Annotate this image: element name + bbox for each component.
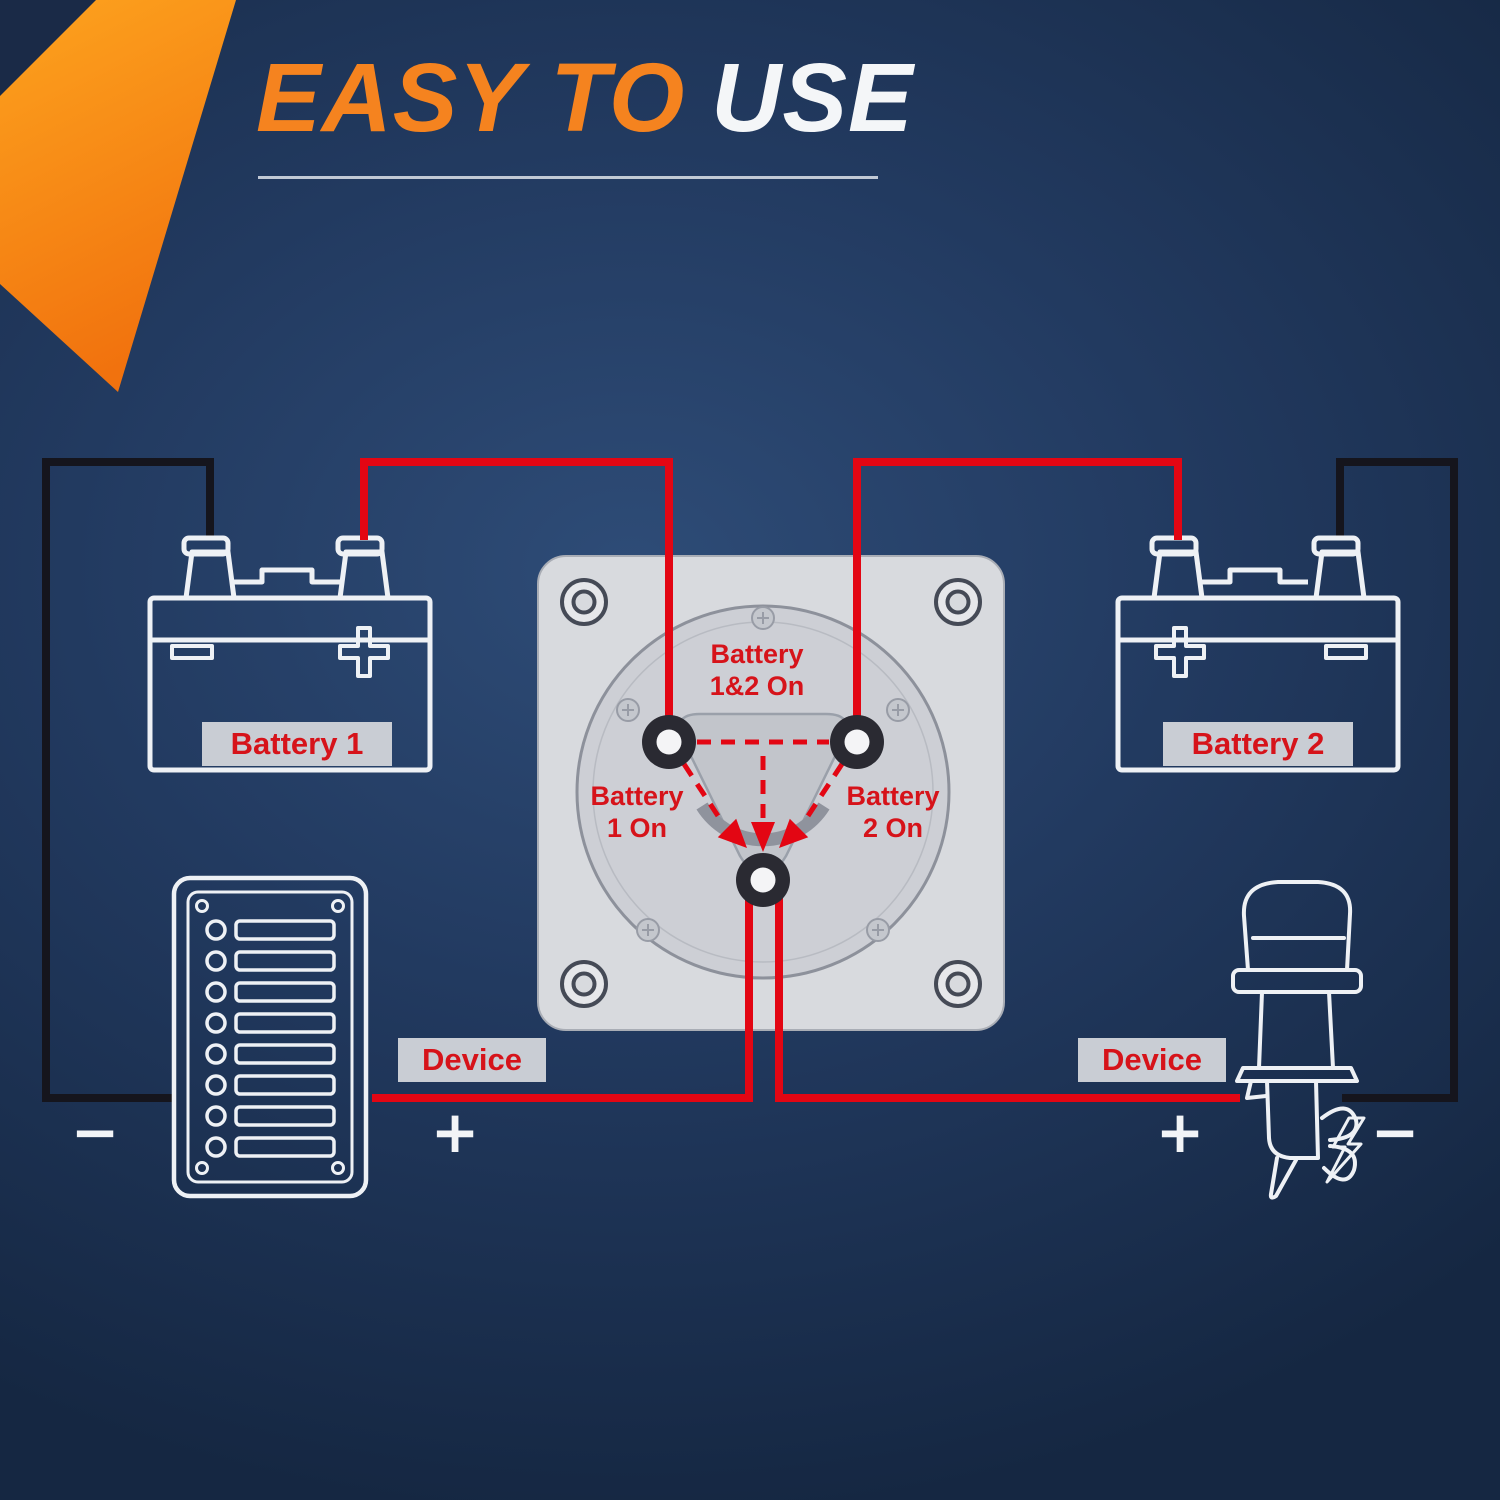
screw-icon: [886, 698, 910, 722]
fuse-panel-rows: [205, 919, 336, 1158]
terminal-post-1-center: [656, 729, 682, 755]
plus-symbol-right: +: [1155, 1098, 1205, 1166]
screw-icon: [945, 971, 971, 997]
minus-symbol-left: −: [70, 1098, 120, 1166]
plus-symbol-left: +: [430, 1098, 480, 1166]
red-wire-common-to-device-left: [372, 880, 753, 1102]
propeller-blade-bottom: [1322, 1144, 1357, 1182]
switch-position-1-label: Battery 1 On: [590, 781, 684, 844]
black-wire-battery1: [42, 458, 214, 1102]
dashed-line-right: [801, 762, 845, 824]
motor-gearcase: [1265, 1079, 1320, 1160]
corner-triangle: [0, 0, 96, 96]
battery-2-cap-right: [1311, 535, 1361, 557]
battery-1-post-left: [183, 549, 237, 599]
outboard-motor-icon: [1231, 880, 1366, 1200]
positive-wires: [360, 458, 1240, 1102]
switch-terminal-posts: [642, 715, 884, 907]
title-rest: USE: [711, 43, 914, 152]
motor-skeg: [1268, 1156, 1298, 1200]
dashed-flow-lines: [681, 739, 845, 824]
screw-icon: [751, 606, 775, 630]
switch-position-2-label: Battery 2 On: [846, 781, 940, 844]
fuse-panel-inner: [186, 890, 354, 1184]
terminal-post-common-center: [750, 867, 776, 893]
switch-position-both-label: Battery 1&2 On: [709, 639, 805, 702]
battery-2-plus-mark: [1154, 626, 1206, 678]
battery-1-plus-mark: [338, 626, 390, 678]
battery-2-lid-step: [1202, 567, 1308, 585]
black-wire-battery2: [1336, 458, 1458, 1102]
battery-2-minus-mark: [1324, 644, 1368, 660]
battery-1-minus-mark: [170, 644, 214, 660]
battery-2-post-left: [1151, 549, 1205, 599]
battery-1-label: Battery 1: [202, 722, 392, 766]
battery-1-post-right: [337, 549, 391, 599]
battery-2-label: Battery 2: [1163, 722, 1353, 766]
fuse-panel-screws: [195, 899, 345, 1175]
red-wire-common-to-device-right: [775, 880, 1240, 1102]
fuse-panel-icon: [171, 875, 369, 1199]
battery-2-body: [1115, 595, 1401, 773]
screw-icon: [636, 918, 660, 942]
screw-icon: [945, 589, 971, 615]
red-wire-battery2-to-switch: [853, 458, 1182, 742]
arrow-down-left-icon: [779, 818, 809, 848]
battery-2-cap-left: [1149, 535, 1199, 557]
red-wire-battery1-to-switch: [360, 458, 673, 742]
device-right-label: Device: [1078, 1038, 1226, 1082]
battery-1-lid-step: [234, 567, 340, 585]
terminal-post-2-center: [844, 729, 870, 755]
dashed-line-left: [681, 762, 725, 824]
screw-icon: [866, 918, 890, 942]
propeller-blade-top: [1320, 1106, 1359, 1142]
flow-arrows: [717, 818, 809, 852]
screw-icon: [616, 698, 640, 722]
device-left-label: Device: [398, 1038, 546, 1082]
title-underline: [258, 176, 878, 179]
battery-1-cap-right: [335, 535, 385, 557]
negative-wires: [42, 458, 1458, 1102]
minus-symbol-right: −: [1370, 1098, 1420, 1166]
motor-cavitation-plate: [1235, 1066, 1359, 1083]
motor-front-fin: [1245, 1079, 1268, 1100]
fuse-panel-outer: [171, 875, 369, 1199]
corner-ribbon-shape: [0, 0, 236, 392]
battery-2-post-right: [1313, 549, 1367, 599]
motor-midsection: [1257, 990, 1335, 1070]
screw-icon: [571, 589, 597, 615]
motor-cowling: [1241, 880, 1353, 972]
lightning-bolt-icon: [1325, 1116, 1366, 1184]
screw-icon: [571, 971, 597, 997]
dial-screws: [616, 606, 910, 942]
plate-corner-screws: [560, 578, 982, 1008]
battery-2-icon: [1115, 535, 1401, 773]
title-highlight: EASY TO: [256, 43, 686, 152]
motor-cowl-tray: [1231, 968, 1363, 994]
arrow-down-right-icon: [717, 818, 747, 848]
battery-1-body: [147, 595, 433, 773]
arrow-down-icon: [751, 822, 775, 852]
battery-1-cap-left: [181, 535, 231, 557]
